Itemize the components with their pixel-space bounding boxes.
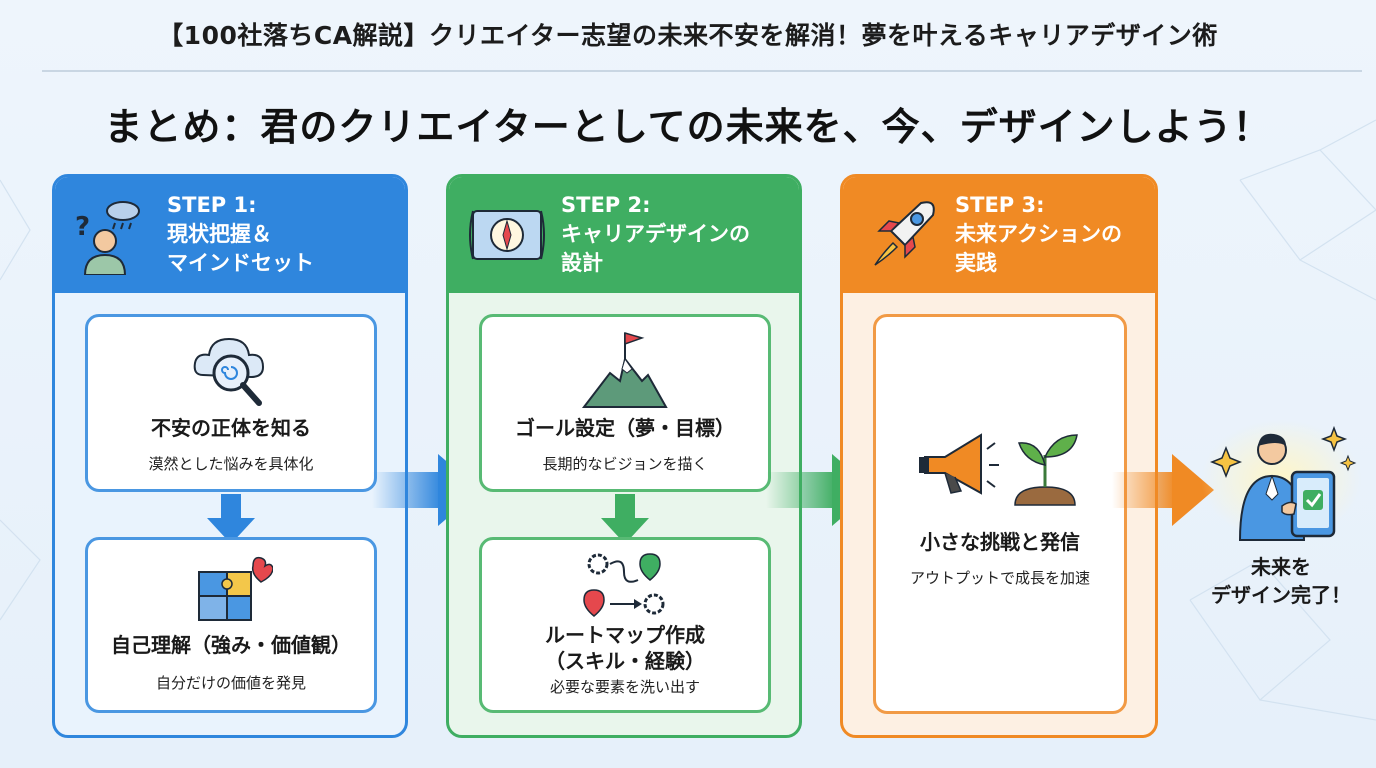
summary-headline: まとめ：君のクリエイターとしての未来を、今、デザインしよう！: [104, 105, 1272, 149]
worried-person-icon: ?: [75, 201, 140, 275]
card-title: 不安の正体を知る: [151, 416, 311, 440]
rocket-icon: [874, 201, 935, 266]
final-line2: デザイン完了！: [1211, 583, 1351, 607]
title-divider: [42, 70, 1362, 72]
step-2-title-line1: キャリアデザインの: [561, 222, 750, 246]
step-1-title-line1: 現状把握＆: [167, 222, 272, 246]
step-3-column: STEP 3: 未来アクションの 実践 小さな挑戦と発信 アウトプットで成長を加…: [840, 174, 1158, 738]
card-goal-setting: ゴール設定（夢・目標） 長期的なビジョンを描く: [479, 314, 771, 492]
step-1-header: ? STEP 1: 現状把握＆ マインドセット: [55, 177, 405, 293]
step-3-title-line2: 実践: [955, 251, 997, 275]
card-title-line1: ルートマップ作成: [545, 623, 705, 647]
card-know-anxiety: 不安の正体を知る 漠然とした悩みを具体化: [85, 314, 377, 492]
step-2-title-line2: 設計: [561, 251, 603, 275]
step-3-label: STEP 3:: [955, 193, 1045, 217]
person-tablet-check-icon: [1201, 420, 1361, 541]
card-subtitle: アウトプットで成長を加速: [909, 569, 1090, 587]
down-arrow: [207, 494, 255, 544]
svg-text:?: ?: [75, 212, 90, 242]
step-1-title-line2: マインドセット: [167, 251, 314, 275]
puzzle-heart-icon: [198, 556, 273, 621]
step-3-header: STEP 3: 未来アクションの 実践: [843, 177, 1155, 293]
card-title: 自己理解（強み・価値観）: [111, 633, 351, 657]
final-line1: 未来を: [1251, 555, 1311, 579]
step-1-label: STEP 1:: [167, 193, 257, 217]
down-arrow: [601, 494, 649, 544]
card-title-line2: （スキル・経験）: [545, 649, 705, 673]
compass-map-icon: [469, 210, 545, 260]
card-small-challenge: 小さな挑戦と発信 アウトプットで成長を加速: [873, 314, 1127, 714]
card-subtitle: 長期的なビジョンを描く: [542, 455, 708, 473]
mountain-flag-icon: [581, 331, 668, 408]
page-title: 【100社落ちCA解説】クリエイター志望の未来不安を解消！夢を叶えるキャリアデザ…: [158, 21, 1218, 50]
card-subtitle: 必要な要素を洗い出す: [549, 678, 700, 696]
card-subtitle: 自分だけの価値を発見: [155, 674, 306, 692]
step-3-title-line1: 未来アクションの: [955, 222, 1122, 246]
card-title: ゴール設定（夢・目標）: [515, 416, 735, 440]
final-message: 未来を デザイン完了！: [1186, 553, 1376, 609]
card-route-map: ルートマップ作成 （スキル・経験） 必要な要素を洗い出す: [479, 537, 771, 713]
card-title: 小さな挑戦と発信: [920, 530, 1080, 554]
right-arrow: [1112, 454, 1214, 526]
magnifier-cloud-icon: [193, 337, 265, 406]
route-gears-icon: [583, 553, 665, 617]
step-2-label: STEP 2:: [561, 193, 651, 217]
card-self-understanding: 自己理解（強み・価値観） 自分だけの価値を発見: [85, 537, 377, 713]
card-subtitle: 漠然とした悩みを具体化: [148, 455, 314, 473]
step-2-column: STEP 2: キャリアデザインの 設計 ゴール設定（夢・目標） 長期的なビジョ…: [446, 174, 802, 738]
megaphone-sprout-icon: [919, 433, 1078, 506]
step-1-column: ? STEP 1: 現状把握＆ マインドセット 不安の正体を知る 漠然とした悩み…: [52, 174, 408, 738]
step-2-header: STEP 2: キャリアデザインの 設計: [449, 177, 799, 293]
